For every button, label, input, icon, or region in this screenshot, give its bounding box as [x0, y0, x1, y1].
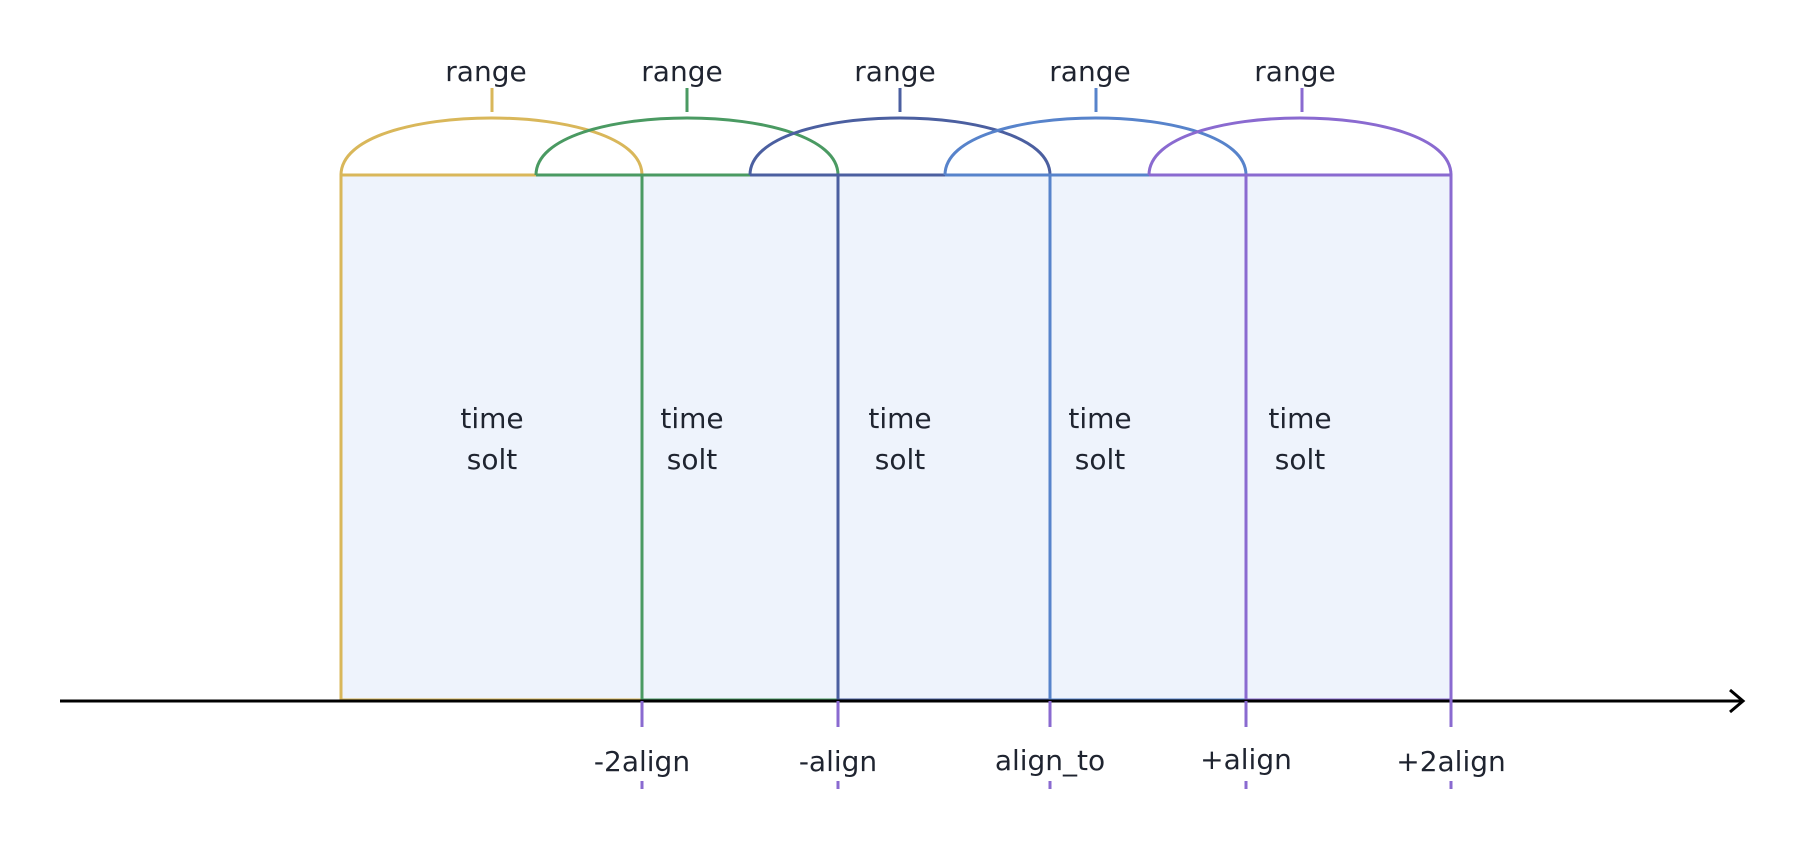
time-slot-box [339, 173, 644, 702]
time-slot-label-line2: solt [1075, 443, 1125, 476]
time-slot-label-line1: time [1268, 402, 1331, 435]
time-slot-box [1244, 173, 1453, 702]
range-arc [339, 116, 644, 176]
tick-label-minus-2align: -2align [594, 745, 690, 778]
range-label: range [1049, 55, 1130, 88]
time-slot-4 [943, 88, 1248, 702]
time-slot-label-line2: solt [467, 443, 517, 476]
alignment-ticks [640, 605, 1453, 797]
time-slot-5 [1147, 88, 1453, 702]
range-arc [943, 116, 1248, 176]
tick-label-align-to: align_to [995, 744, 1105, 777]
range-label: range [445, 55, 526, 88]
range-label: range [854, 55, 935, 88]
tick-label-plus-align: +align [1200, 743, 1292, 776]
time-slot-box [640, 173, 840, 702]
time-slot-box [1048, 173, 1248, 702]
range-label: range [1254, 55, 1335, 88]
tick-label-plus-2align: +2align [1396, 745, 1506, 778]
axis-arrow-icon [1729, 688, 1746, 714]
time-slot-label-line1: time [460, 402, 523, 435]
time-slot-label-line1: time [1068, 402, 1131, 435]
time-slot-label-line2: solt [667, 443, 717, 476]
tick-label-minus-align: -align [799, 745, 877, 778]
time-slot-1 [339, 88, 644, 702]
time-slot-label-line1: time [868, 402, 931, 435]
time-slot-label-line1: time [660, 402, 723, 435]
range-arc [534, 116, 840, 176]
range-arc [1147, 116, 1453, 176]
time-slot-label-line2: solt [875, 443, 925, 476]
range-label: range [641, 55, 722, 88]
range-arc [748, 116, 1052, 176]
time-slot-label-line2: solt [1275, 443, 1325, 476]
time-slot-box [836, 173, 1052, 702]
